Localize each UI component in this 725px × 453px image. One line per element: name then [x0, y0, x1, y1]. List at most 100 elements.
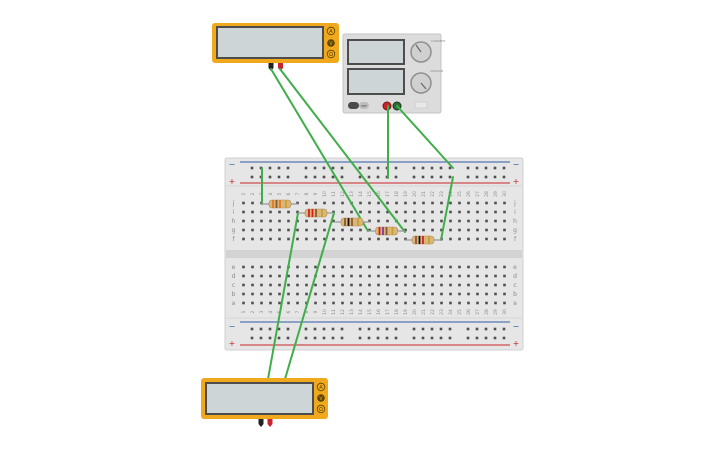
- breadboard-hole[interactable]: [287, 228, 290, 232]
- breadboard-hole[interactable]: [440, 228, 443, 232]
- rail-hole[interactable]: [304, 166, 308, 170]
- multimeter-bottom-probe-pos[interactable]: [267, 419, 273, 424]
- rail-hole[interactable]: [448, 336, 452, 340]
- breadboard-hole[interactable]: [251, 301, 254, 305]
- breadboard-hole[interactable]: [278, 274, 281, 278]
- breadboard-hole[interactable]: [296, 210, 299, 214]
- rail-hole[interactable]: [277, 175, 281, 179]
- breadboard-hole[interactable]: [503, 301, 506, 305]
- rail-hole[interactable]: [376, 336, 380, 340]
- rail-hole[interactable]: [466, 327, 470, 331]
- breadboard-hole[interactable]: [431, 283, 434, 287]
- breadboard-hole[interactable]: [395, 292, 398, 296]
- breadboard-hole[interactable]: [359, 201, 362, 205]
- breadboard-hole[interactable]: [377, 210, 380, 214]
- rail-hole[interactable]: [322, 175, 326, 179]
- rail-hole[interactable]: [475, 175, 479, 179]
- resistor[interactable]: [405, 235, 441, 245]
- breadboard-hole[interactable]: [503, 283, 506, 287]
- breadboard-hole[interactable]: [485, 274, 488, 278]
- breadboard-hole[interactable]: [251, 265, 254, 269]
- breadboard-hole[interactable]: [359, 301, 362, 305]
- breadboard-hole[interactable]: [467, 201, 470, 205]
- breadboard-hole[interactable]: [422, 283, 425, 287]
- breadboard-hole[interactable]: [341, 237, 344, 241]
- rail-hole[interactable]: [394, 327, 398, 331]
- breadboard-hole[interactable]: [404, 201, 407, 205]
- rail-hole[interactable]: [340, 175, 344, 179]
- breadboard-hole[interactable]: [449, 265, 452, 269]
- breadboard-hole[interactable]: [431, 301, 434, 305]
- rail-hole[interactable]: [322, 327, 326, 331]
- breadboard-hole[interactable]: [269, 219, 272, 223]
- breadboard-hole[interactable]: [377, 274, 380, 278]
- rail-hole[interactable]: [358, 336, 362, 340]
- breadboard-hole[interactable]: [332, 274, 335, 278]
- breadboard-hole[interactable]: [269, 274, 272, 278]
- breadboard-hole[interactable]: [494, 237, 497, 241]
- breadboard-hole[interactable]: [467, 265, 470, 269]
- breadboard-hole[interactable]: [368, 274, 371, 278]
- breadboard-hole[interactable]: [494, 265, 497, 269]
- breadboard-hole[interactable]: [350, 228, 353, 232]
- breadboard-hole[interactable]: [368, 265, 371, 269]
- resistor[interactable]: [334, 217, 370, 227]
- breadboard-hole[interactable]: [341, 228, 344, 232]
- breadboard-hole[interactable]: [278, 265, 281, 269]
- breadboard-hole[interactable]: [350, 274, 353, 278]
- rail-hole[interactable]: [367, 166, 371, 170]
- rail-hole[interactable]: [466, 336, 470, 340]
- breadboard-hole[interactable]: [395, 265, 398, 269]
- breadboard-hole[interactable]: [458, 219, 461, 223]
- breadboard-hole[interactable]: [413, 201, 416, 205]
- rail-hole[interactable]: [421, 336, 425, 340]
- rail-hole[interactable]: [313, 327, 317, 331]
- rail-hole[interactable]: [439, 336, 443, 340]
- breadboard-hole[interactable]: [377, 201, 380, 205]
- rail-hole[interactable]: [250, 166, 254, 170]
- breadboard-hole[interactable]: [440, 283, 443, 287]
- breadboard-hole[interactable]: [413, 228, 416, 232]
- breadboard-hole[interactable]: [305, 265, 308, 269]
- rail-hole[interactable]: [367, 175, 371, 179]
- breadboard-hole[interactable]: [323, 201, 326, 205]
- rail-hole[interactable]: [475, 327, 479, 331]
- breadboard-hole[interactable]: [458, 201, 461, 205]
- breadboard-hole[interactable]: [269, 292, 272, 296]
- breadboard-hole[interactable]: [503, 237, 506, 241]
- breadboard-hole[interactable]: [359, 274, 362, 278]
- breadboard-hole[interactable]: [377, 265, 380, 269]
- breadboard-hole[interactable]: [422, 201, 425, 205]
- breadboard-hole[interactable]: [260, 210, 263, 214]
- breadboard-hole[interactable]: [341, 210, 344, 214]
- breadboard-hole[interactable]: [260, 301, 263, 305]
- rail-hole[interactable]: [439, 175, 443, 179]
- breadboard-hole[interactable]: [476, 301, 479, 305]
- breadboard-hole[interactable]: [395, 201, 398, 205]
- breadboard-hole[interactable]: [368, 283, 371, 287]
- breadboard-hole[interactable]: [287, 237, 290, 241]
- breadboard-hole[interactable]: [368, 292, 371, 296]
- power-switch[interactable]: OFF: [348, 102, 369, 109]
- breadboard-hole[interactable]: [404, 265, 407, 269]
- breadboard-hole[interactable]: [449, 274, 452, 278]
- multimeter-bottom-mode-a[interactable]: A: [316, 382, 326, 391]
- rail-hole[interactable]: [313, 166, 317, 170]
- rail-hole[interactable]: [394, 166, 398, 170]
- breadboard-hole[interactable]: [269, 228, 272, 232]
- breadboard-hole[interactable]: [467, 301, 470, 305]
- breadboard-hole[interactable]: [242, 292, 245, 296]
- rail-hole[interactable]: [331, 175, 335, 179]
- breadboard-hole[interactable]: [251, 237, 254, 241]
- breadboard-hole[interactable]: [404, 228, 407, 232]
- breadboard-hole[interactable]: [251, 283, 254, 287]
- breadboard-hole[interactable]: [305, 228, 308, 232]
- breadboard-hole[interactable]: [242, 228, 245, 232]
- breadboard-hole[interactable]: [386, 274, 389, 278]
- breadboard-hole[interactable]: [413, 265, 416, 269]
- breadboard-hole[interactable]: [494, 283, 497, 287]
- rail-hole[interactable]: [502, 175, 506, 179]
- breadboard-hole[interactable]: [458, 274, 461, 278]
- breadboard-hole[interactable]: [386, 301, 389, 305]
- breadboard-hole[interactable]: [458, 292, 461, 296]
